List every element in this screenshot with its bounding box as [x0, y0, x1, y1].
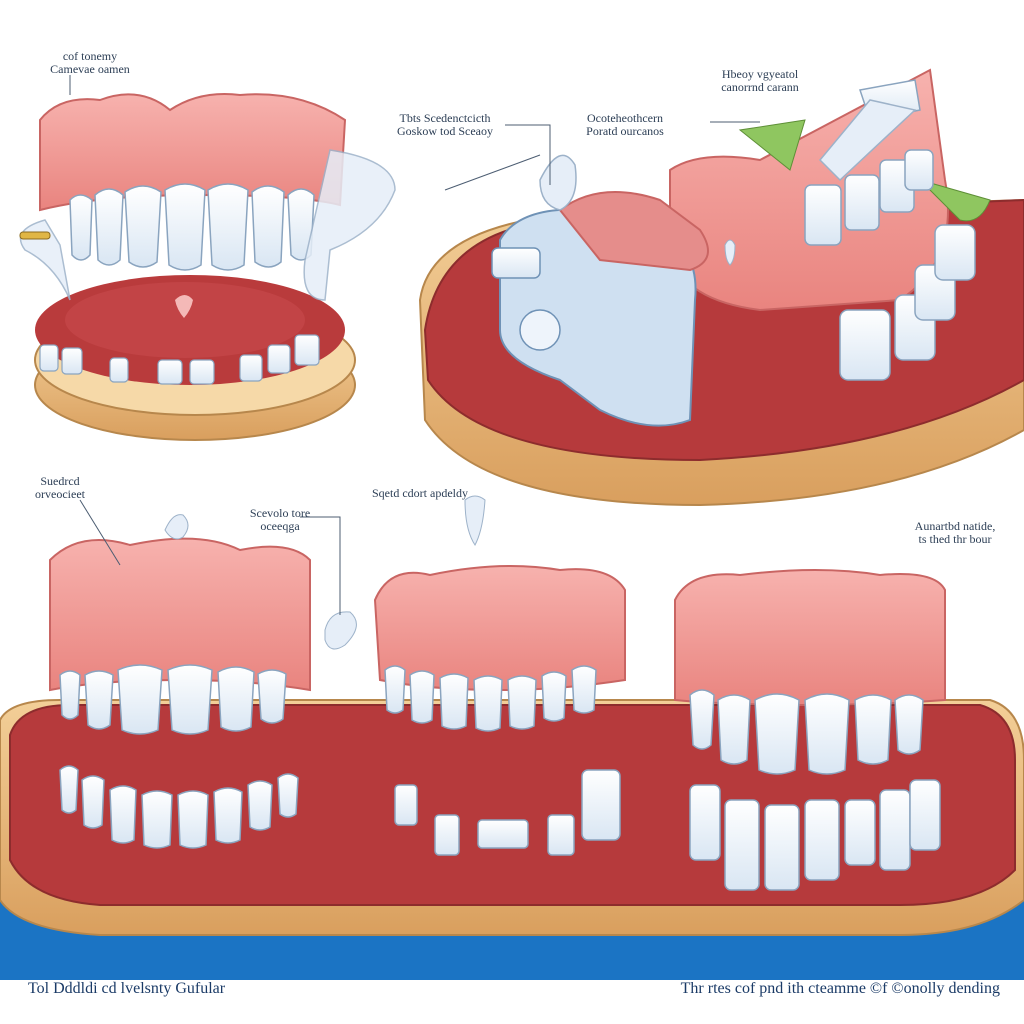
label-line: Scevolo tore — [249, 506, 311, 520]
bottom-middle-jaw-model — [373, 495, 626, 856]
footer-right-caption: Thr rtes cof pnd ith cteamme ©f ©onolly … — [680, 980, 1000, 997]
footer-left-caption: Tol Dddldi cd lvelsnty Gufular — [28, 980, 226, 997]
bottom-left-jaw-model — [49, 514, 357, 849]
label-line: Aunartbd natide, — [914, 519, 996, 533]
bottom-right-jaw-model — [674, 569, 946, 891]
label-line: Poratd ourcanos — [586, 124, 664, 138]
label-line: Sqetd cdort apdeldy — [372, 486, 468, 500]
label-mid-center-a: Scevolo tore oceeqga — [235, 507, 325, 533]
label-line: oceeqga — [260, 519, 300, 533]
label-top-right: Hbeoy vgyeatol canorrnd carann — [700, 68, 820, 94]
label-line: Tbts Scedenctcicth — [399, 111, 491, 125]
label-top-mid-a: Tbts Scedenctcicth Goskow tod Sceaoy — [380, 112, 510, 138]
dental-tool-model — [491, 154, 736, 427]
leader-lines — [69, 75, 760, 615]
label-mid-left: Suedrcd orveocieet — [20, 475, 100, 501]
label-top-left: cof tonemy Camevae oamen — [30, 50, 150, 76]
label-mid-center-b: Sqetd cdort apdeldy — [360, 487, 480, 500]
top-right-jaw-model — [418, 68, 1024, 507]
label-line: canorrnd carann — [721, 80, 799, 94]
label-line: Goskow tod Sceaoy — [397, 124, 493, 138]
label-mid-right: Aunartbd natide, ts thed thr bour — [900, 520, 1010, 546]
top-left-jaw-model — [19, 93, 396, 441]
label-line: orveocieet — [35, 487, 85, 501]
label-top-mid-b: Ocoteheothcern Poratd ourcanos — [575, 112, 675, 138]
label-line: Ocoteheothcern — [587, 111, 663, 125]
label-line: Camevae oamen — [50, 62, 130, 76]
label-line: Hbeoy vgyeatol — [721, 67, 799, 81]
label-line: ts thed thr bour — [918, 532, 992, 546]
label-line: Suedrcd — [40, 474, 80, 488]
label-line: cof tonemy — [62, 49, 118, 63]
